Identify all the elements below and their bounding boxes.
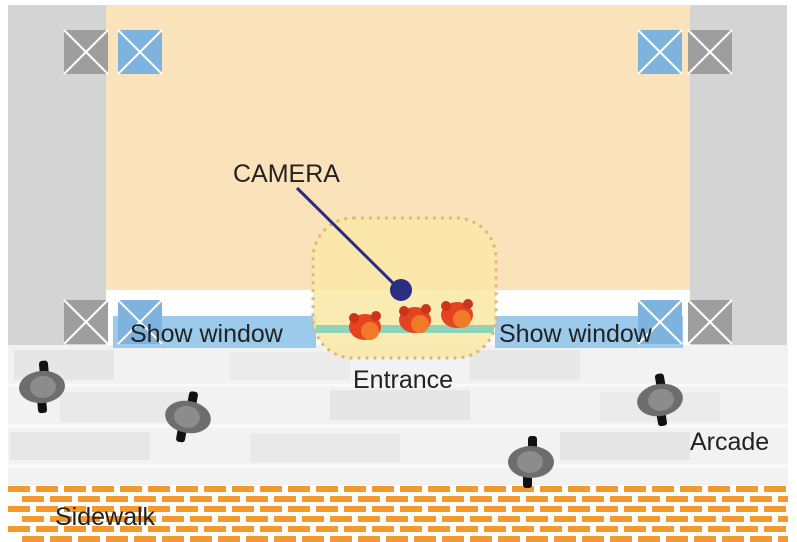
sidewalk-bricks (8, 486, 788, 542)
camera-label: CAMERA (233, 160, 340, 188)
arcade-label: Arcade (690, 428, 769, 456)
pillar-icon (117, 29, 163, 75)
sidewalk-label: Sidewalk (55, 503, 156, 531)
pillar-icon (63, 29, 109, 75)
camera-leader-line (295, 186, 399, 289)
shopper-icon (399, 304, 431, 333)
pillar-icon (63, 299, 109, 345)
pillar-icon (637, 29, 683, 75)
shopper-icon (441, 299, 473, 328)
entrance-label: Entrance (353, 366, 453, 394)
shopper-icon (349, 311, 381, 340)
show-window-right-label: Show window (499, 320, 653, 348)
show-window-left-label: Show window (130, 320, 284, 348)
pillar-icon (687, 29, 733, 75)
pillar-icon (687, 299, 733, 345)
camera-dot-icon (390, 279, 412, 301)
